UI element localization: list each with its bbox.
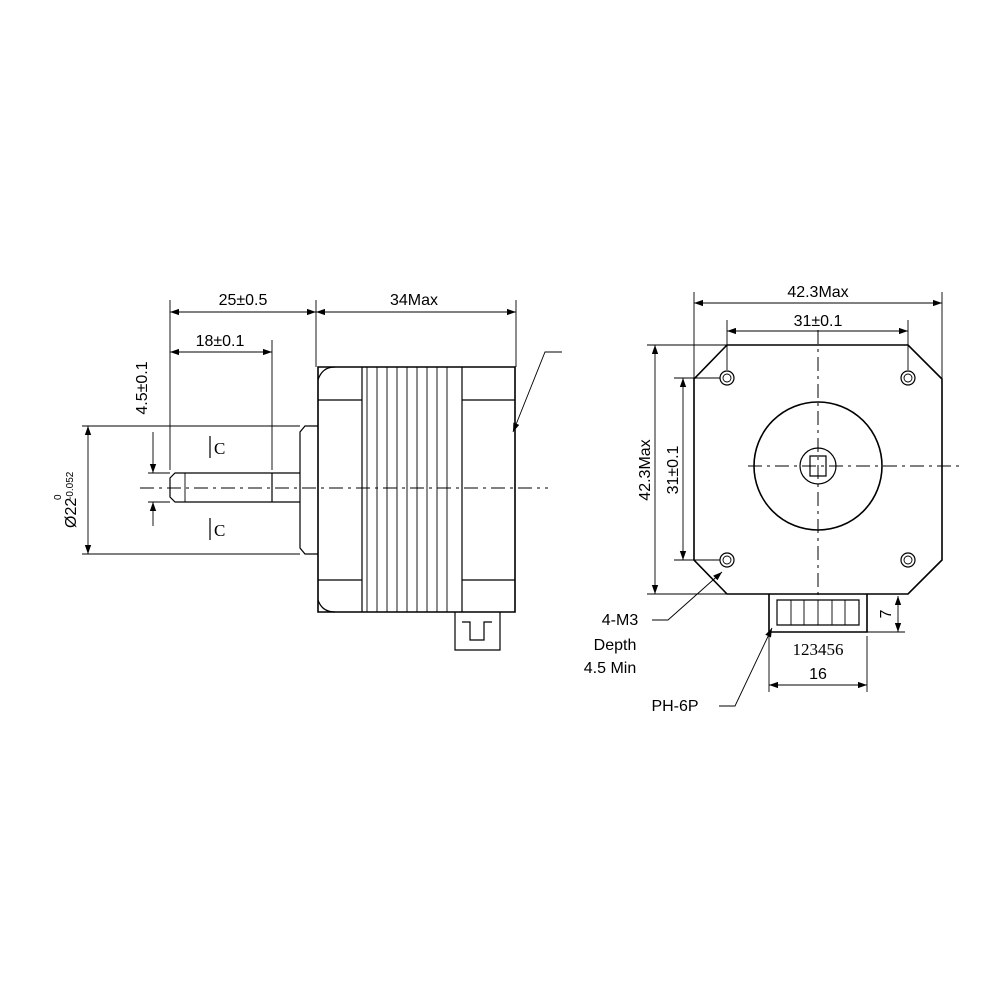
dim-shaft-length: 25±0.5 — [169, 292, 317, 470]
section-mark-bottom: C — [209, 518, 225, 540]
side-view: 25±0.5 18±0.1 34Max 4.5±0.1 — [53, 292, 562, 651]
dim-boss-tol-lower: -0.052 — [65, 471, 76, 500]
callout-mounting-line3: 4.5 Min — [584, 660, 636, 677]
side-connector — [454, 612, 501, 651]
dim-width-max-label: 42.3Max — [787, 284, 848, 301]
dim-shaft-length-label: 25±0.5 — [219, 292, 268, 309]
mounting-hole — [719, 552, 735, 568]
callout-connector: PH-6P — [651, 627, 773, 715]
callout-mounting-line2: Depth — [594, 637, 637, 654]
dim-width-max: 42.3Max — [693, 284, 943, 379]
dim-body-length-label: 34Max — [390, 292, 438, 309]
dim-flat-depth-label: 4.5±0.1 — [134, 361, 151, 414]
dim-flat-depth: 4.5±0.1 — [134, 361, 170, 526]
mounting-hole — [900, 370, 916, 386]
front-connector: 123456 — [768, 594, 868, 659]
front-view: 42.3Max 31±0.1 42.3Max 31±0.1 — [584, 284, 960, 715]
dim-boss-diameter: Ø22 -0.052 0 — [53, 425, 300, 555]
motor-body — [317, 366, 516, 613]
dim-boss-tol-upper: 0 — [53, 494, 64, 500]
faceplate — [693, 344, 943, 595]
dim-height-max: 42.3Max — [637, 344, 727, 595]
section-mark-top-label: C — [214, 439, 225, 458]
dim-connector-width-label: 16 — [809, 666, 827, 683]
mounting-hole — [900, 552, 916, 568]
dim-hole-spacing-h-label: 31±0.1 — [794, 313, 843, 330]
connector-pins-label: 123456 — [793, 640, 844, 659]
dim-body-length: 34Max — [316, 292, 517, 367]
section-mark-bottom-label: C — [214, 521, 225, 540]
mounting-hole — [719, 370, 735, 386]
boss — [299, 425, 318, 555]
side-leader — [512, 351, 562, 433]
callout-mounting-line1: 4-M3 — [602, 612, 639, 629]
dim-connector-width: 16 — [768, 636, 868, 692]
front-shaft-flat — [809, 455, 827, 477]
dim-hole-spacing-v: 31±0.1 — [665, 377, 720, 561]
callout-connector-label: PH-6P — [651, 698, 698, 715]
cooling-fins — [361, 367, 463, 612]
dim-flat-length: 18±0.1 — [170, 333, 273, 470]
dim-connector-height-label: 7 — [878, 609, 895, 618]
dim-boss-diameter-label: Ø22 — [63, 498, 80, 528]
dim-connector-height: 7 — [867, 596, 905, 633]
callout-mounting: 4-M3 Depth 4.5 Min — [584, 571, 723, 677]
dim-height-max-label: 42.3Max — [637, 439, 654, 500]
dim-flat-length-label: 18±0.1 — [196, 333, 245, 350]
dim-hole-spacing-v-label: 31±0.1 — [665, 445, 682, 494]
section-mark-top: C — [209, 436, 225, 458]
